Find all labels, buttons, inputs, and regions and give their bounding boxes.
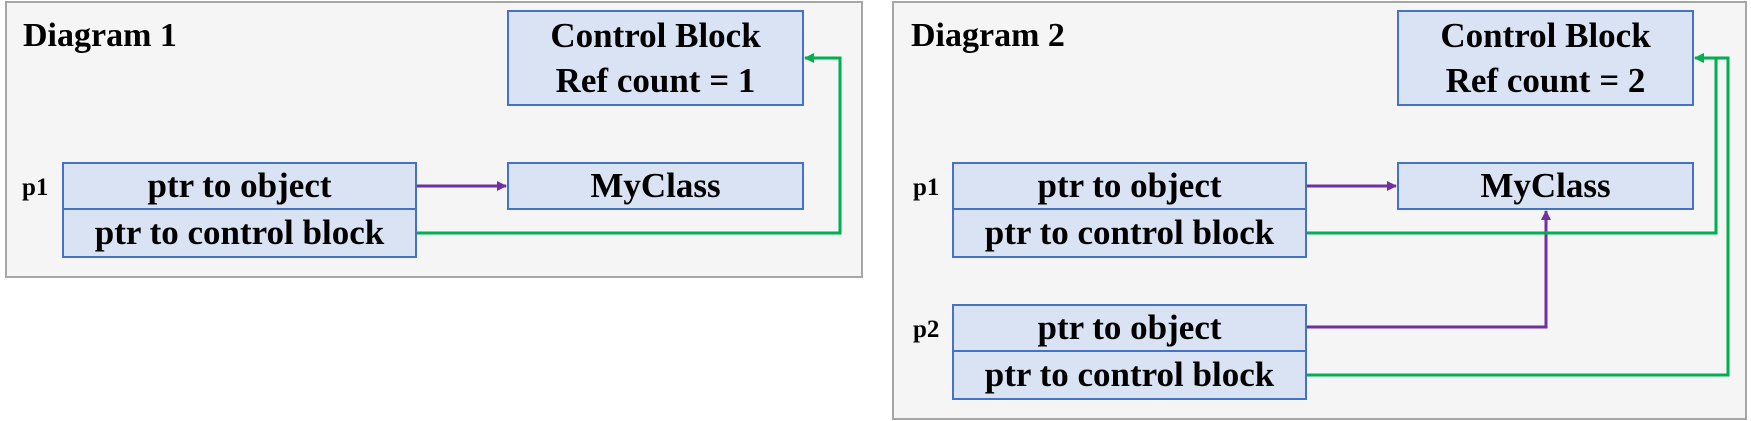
diagram-1-control-block: Control Block Ref count = 1 [507, 10, 804, 106]
diagram-1-myclass-object: MyClass [507, 162, 804, 210]
control-block-title: Control Block [1440, 16, 1651, 55]
control-block-title: Control Block [550, 16, 761, 55]
diagram-2-control-block: Control Block Ref count = 2 [1397, 10, 1694, 106]
diagram-2-p2-ptr-to-control-block: ptr to control block [952, 350, 1307, 400]
ref-count: Ref count = 2 [1445, 61, 1646, 100]
diagram-1-p1-label: p1 [22, 174, 49, 201]
diagram-1-p1-ptr-to-object: ptr to object [62, 162, 417, 210]
diagram-1-p1-ptr-to-control-block: ptr to control block [62, 208, 417, 258]
diagram-2-p2-object-arrow [1307, 210, 1551, 329]
diagram-2-p2-control-arrow [1307, 53, 1730, 377]
ref-count: Ref count = 1 [555, 61, 756, 100]
diagram-2-p1-control-arrow [1307, 53, 1718, 235]
diagram-2-title: Diagram 2 [911, 17, 1065, 54]
diagram-2-p1-label: p1 [913, 174, 940, 201]
diagram-1-p1-control-arrow [417, 53, 842, 235]
diagram-2-myclass-object: MyClass [1397, 162, 1694, 210]
diagram-2-p1-ptr-to-control-block: ptr to control block [952, 208, 1307, 258]
diagram-1-title: Diagram 1 [23, 17, 177, 54]
diagram-2-p2-label: p2 [913, 316, 940, 343]
